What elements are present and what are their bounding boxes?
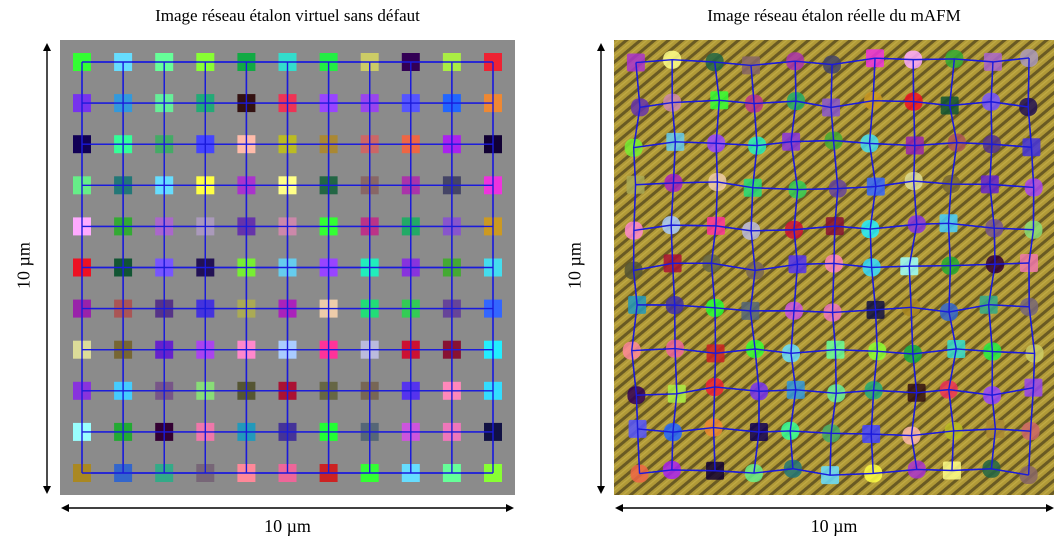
real-column-line (947, 58, 958, 471)
real-column-line (829, 64, 839, 476)
real-column-line (789, 61, 799, 469)
virtual-grid-lines (81, 61, 494, 474)
virtual-grid-panel (60, 40, 515, 495)
real-column-line (908, 59, 918, 470)
real-column-line (710, 61, 721, 471)
real-column-line (631, 62, 641, 474)
left-x-axis-label: 10 µm (264, 516, 311, 536)
real-grid-lines (631, 57, 1036, 476)
real-column-line (1027, 57, 1036, 476)
right-panel-title: Image réseau étalon réelle du mAFM (707, 6, 961, 25)
left-panel-title: Image réseau étalon virtuel sans défaut (155, 6, 420, 25)
real-afm-panel (614, 40, 1054, 495)
real-column-line (987, 61, 997, 469)
real-column-line (749, 65, 760, 474)
right-x-axis-label: 10 µm (810, 516, 858, 536)
real-grid-marker (1020, 48, 1039, 67)
right-y-axis-label: 10 µm (564, 242, 585, 289)
real-column-line (868, 58, 878, 474)
real-column-line (670, 59, 678, 470)
left-y-axis-label: 10 µm (13, 242, 34, 289)
